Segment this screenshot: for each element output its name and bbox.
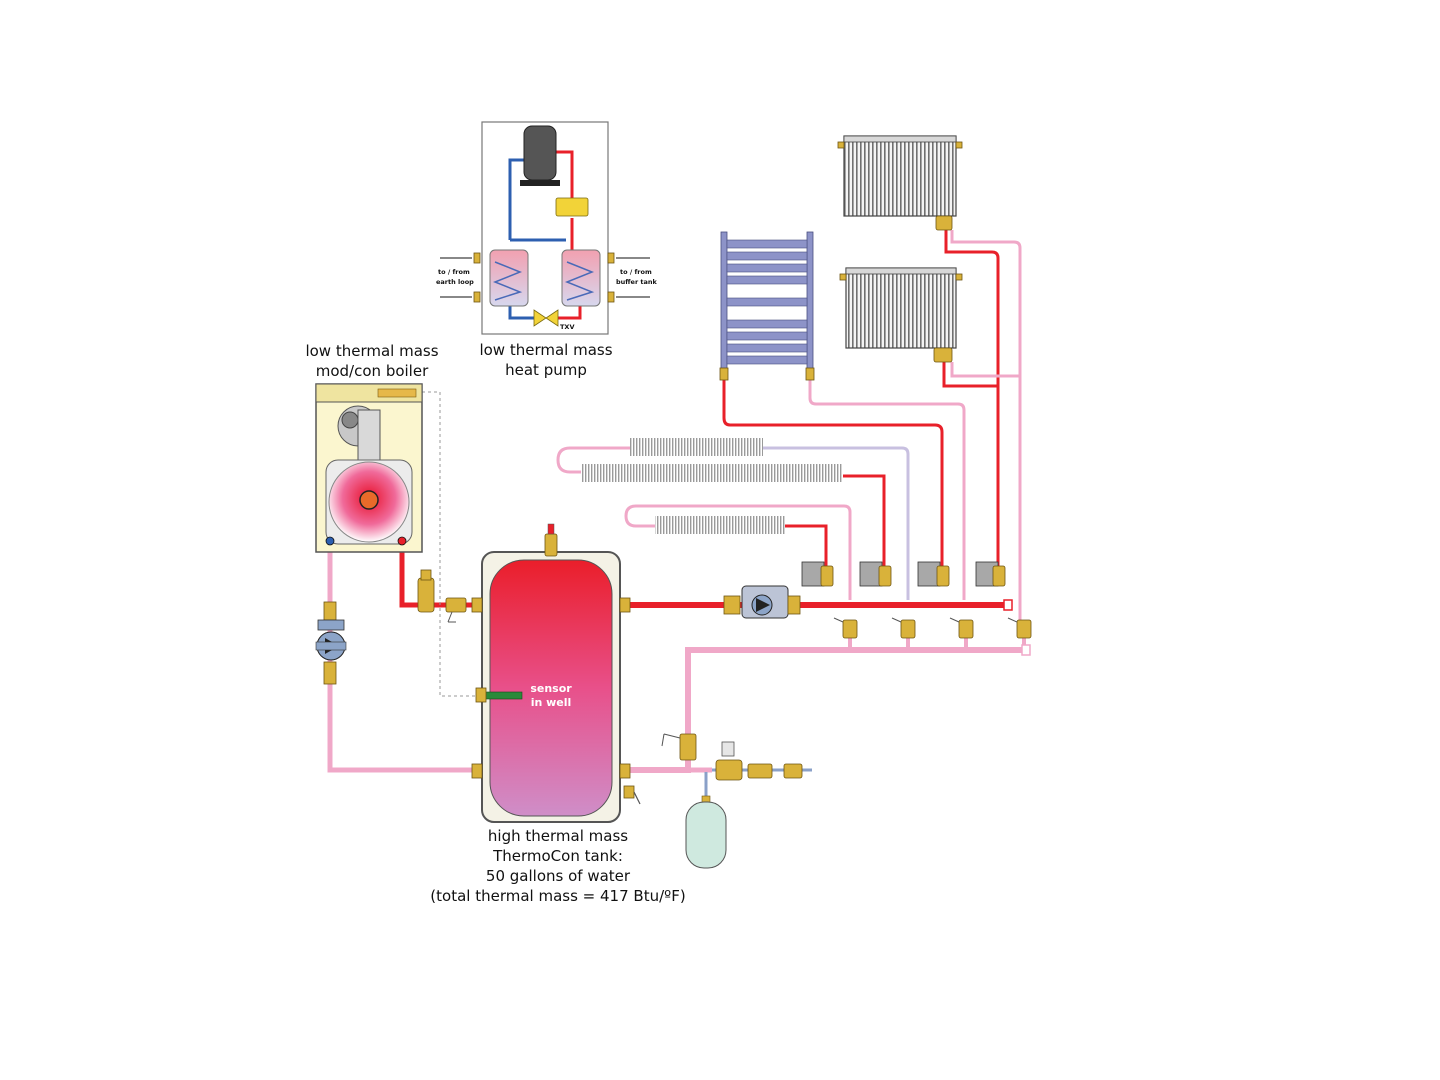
heatpump-label-2: heat pump (505, 361, 587, 379)
earth-loop-label-1: to / from (438, 268, 470, 276)
tank-label-2: ThermoCon tank: (492, 847, 623, 865)
tank-label-1: high thermal mass (488, 827, 628, 845)
txv-valve (533, 309, 559, 327)
baseboard-lower (655, 516, 785, 534)
return-purge-valve (661, 733, 697, 761)
pressure-reducing-valve (715, 741, 803, 781)
thermocon-tank (471, 523, 641, 823)
heatpump-label-1: low thermal mass (479, 341, 612, 359)
zone-valve-2 (859, 561, 892, 587)
burner (359, 490, 379, 510)
towel-warmer (719, 231, 815, 381)
tank-label-4: (total thermal mass = 417 Btu/ºF) (430, 887, 685, 905)
boiler-circulator (315, 601, 347, 685)
piping (327, 230, 1031, 796)
panel-radiator-upper (837, 135, 963, 231)
panel-radiator-lower (839, 267, 963, 363)
zone-valve-3 (917, 561, 950, 587)
heat-exchanger-right (561, 249, 601, 307)
boiler-label-1: low thermal mass (305, 342, 438, 360)
zone-valve-4 (975, 561, 1006, 587)
boiler-isolation-valve (445, 597, 467, 623)
sensor-label-1: sensor (530, 682, 572, 695)
zone-valve-1 (801, 561, 834, 587)
buffer-tank-label-2: buffer tank (616, 278, 658, 286)
compressor (523, 125, 557, 181)
earth-loop-label-2: earth loop (436, 278, 474, 286)
heat-pump: TXV to / from earth loop to / from buffe… (436, 121, 658, 335)
baseboard-upper (630, 438, 763, 456)
baseboard-middle (581, 464, 843, 482)
tank-label-3: 50 gallons of water (486, 867, 631, 885)
modcon-boiler (315, 383, 423, 553)
sensor-label-2: in well (531, 696, 572, 709)
heat-exchanger-left (489, 249, 529, 307)
purge-valve-1 (833, 617, 858, 639)
air-separator (417, 569, 435, 613)
purge-valve-4 (1007, 617, 1032, 639)
purge-valve-3 (949, 617, 974, 639)
expansion-tank (685, 795, 727, 869)
system-circulator (723, 585, 801, 619)
boiler-label-2: mod/con boiler (316, 362, 429, 380)
txv-label: TXV (560, 323, 574, 331)
reversing-valve (555, 197, 589, 217)
buffer-tank-label-1: to / from (620, 268, 652, 276)
purge-valve-2 (891, 617, 916, 639)
